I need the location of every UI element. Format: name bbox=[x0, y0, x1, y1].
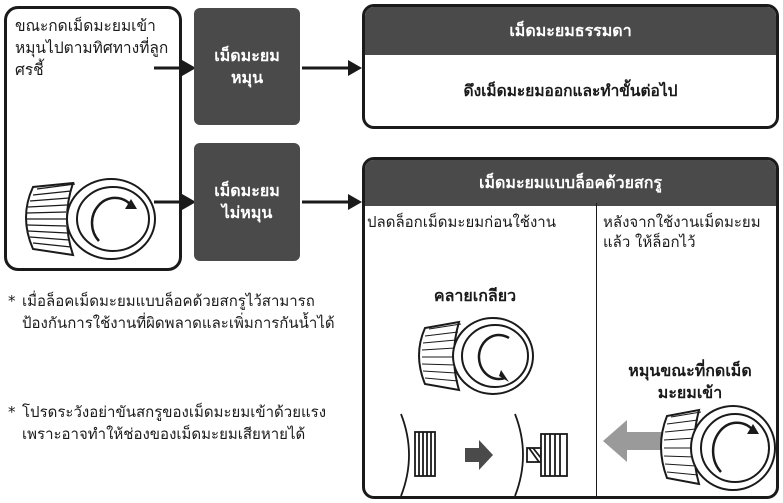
note-overtighten-text: โปรดระวังอย่าขันสกรูของเม็ดมะยมเข้าด้วยแ… bbox=[22, 403, 327, 443]
note-waterproof-text: เมื่อล็อคเม็ดมะยมแบบล็อคด้วยสกรูไว้สามาร… bbox=[22, 292, 335, 332]
crown-not-rotates-line2: ไม่หมุน bbox=[221, 203, 273, 222]
note-asterisk: * bbox=[8, 292, 16, 310]
press-rotate-text: ขณะกดเม็ดมะยมเข้าหมุนไปตามทิศทางที่ลูกศร… bbox=[15, 17, 169, 79]
relock-label-line2: มะยมเข้า bbox=[657, 383, 723, 402]
note-waterproof: * เมื่อล็อคเม็ดมะยมแบบล็อคด้วยสกรูไว้สาม… bbox=[8, 290, 352, 334]
push-left-arrow-icon bbox=[603, 420, 663, 462]
arrow-right-icon bbox=[154, 194, 196, 210]
unlock-text: ปลดล็อกเม็ดมะยมก่อนใช้งาน bbox=[367, 213, 556, 231]
arrow-right-icon bbox=[302, 60, 362, 76]
crown-unscrew-icon bbox=[418, 317, 534, 395]
unlock-label: คลายเกลียว bbox=[433, 286, 517, 305]
crown-side-view-icon bbox=[400, 413, 568, 496]
arrow-right-icon bbox=[154, 60, 196, 76]
note-asterisk: * bbox=[8, 403, 16, 421]
crown-rotates-line2: หมุน bbox=[230, 67, 264, 87]
relock-label-line1: หมุนขณะที่กดเม็ด bbox=[628, 361, 752, 380]
note-overtighten: * โปรดระวังอย่าขันสกรูของเม็ดมะยมเข้าด้ว… bbox=[8, 401, 352, 445]
relock-text: หลังจากใช้งานเม็ดมะยมแล้ว ให้ล็อกไว้ bbox=[603, 213, 761, 251]
arrow-right-icon bbox=[302, 194, 362, 210]
crown-rotates-line1: เม็ดมะยม bbox=[214, 45, 280, 65]
crown-press-rotate-icon bbox=[660, 405, 776, 491]
normal-crown-title: เม็ดมะยมธรรมดา bbox=[365, 7, 776, 55]
screwlock-crown-panel: เม็ดมะยมแบบล็อคด้วยสกรู ปลดล็อกเม็ดมะยมก… bbox=[362, 157, 779, 499]
crown-not-rotates-box: เม็ดมะยมไม่หมุน bbox=[194, 143, 300, 261]
screwlock-crown-title: เม็ดมะยมแบบล็อคด้วยสกรู bbox=[365, 160, 776, 206]
column-divider bbox=[596, 203, 597, 496]
press-rotate-panel: ขณะกดเม็ดมะยมเข้าหมุนไปตามทิศทางที่ลูกศร… bbox=[4, 6, 182, 271]
normal-crown-instruction: ดึงเม็ดมะยมออกและทำขั้นต่อไป bbox=[463, 82, 678, 100]
crown-rotate-icon bbox=[25, 178, 156, 260]
relock-label: หมุนขณะที่กดเม็ด มะยมเข้า bbox=[601, 360, 776, 404]
normal-crown-panel: เม็ดมะยมธรรมดา ดึงเม็ดมะยมออกและทำขั้นต่… bbox=[362, 4, 779, 129]
crown-not-rotates-line1: เม็ดมะยม bbox=[214, 181, 280, 200]
crown-rotates-box: เม็ดมะยมหมุน bbox=[194, 8, 300, 125]
